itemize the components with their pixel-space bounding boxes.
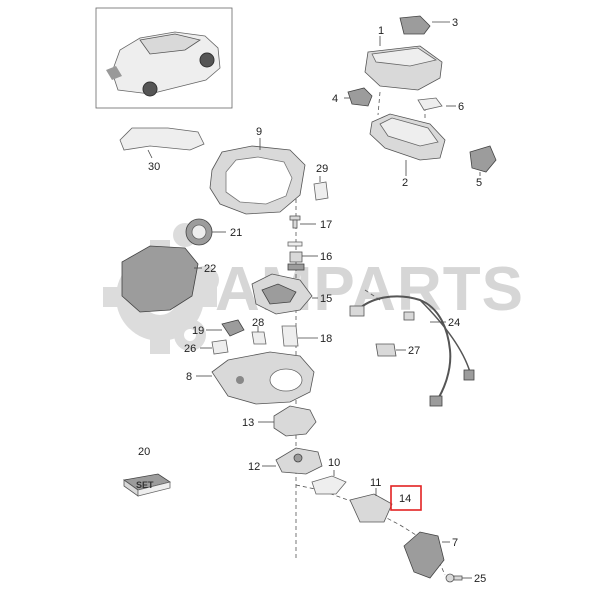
callout-21: 21 [230, 227, 242, 239]
part-5-end-cap [469, 145, 497, 173]
set-label: SET [136, 480, 154, 490]
part-25-screw [445, 573, 463, 583]
car-thumbnail [95, 7, 233, 109]
part-30-trim-strip [119, 127, 205, 151]
callout-1: 1 [378, 25, 384, 37]
callout-19: 19 [192, 325, 204, 337]
part-28-cap [251, 331, 267, 345]
part-12-mount [275, 447, 323, 475]
callout-29: 29 [316, 163, 328, 175]
part-26-pad [211, 339, 229, 355]
callout-14: 14 [399, 493, 411, 505]
callout-4: 4 [332, 93, 338, 105]
watermark: AMPARTS [103, 223, 523, 354]
callout-14-highlight[interactable]: 14 [390, 485, 422, 511]
callout-16: 16 [320, 251, 332, 263]
callout-27: 27 [408, 345, 420, 357]
part-19-clip [221, 319, 245, 337]
callout-11: 11 [370, 477, 381, 489]
callout-13: 13 [242, 417, 254, 429]
callout-9: 9 [256, 126, 262, 138]
part-3-clip [399, 15, 431, 35]
callout-8: 8 [186, 371, 192, 383]
callout-18: 18 [320, 333, 332, 345]
callout-15: 15 [320, 293, 332, 305]
part-16-spring [287, 241, 305, 271]
callout-2: 2 [402, 177, 408, 189]
part-22-mirror-glass [121, 245, 199, 313]
part-4-bracket [347, 87, 373, 107]
part-10-plate [311, 475, 347, 495]
part-8-mirror-base [211, 351, 315, 405]
callout-3: 3 [452, 17, 458, 29]
callout-22: 22 [204, 263, 216, 275]
highlight-box [390, 485, 422, 511]
callout-20: 20 [138, 446, 150, 458]
callout-7: 7 [452, 537, 458, 549]
part-29-small-cover [313, 181, 329, 201]
callout-17: 17 [320, 219, 332, 231]
part-7-cover [403, 531, 445, 579]
callout-5: 5 [476, 177, 482, 189]
callout-12: 12 [248, 461, 260, 473]
callout-6: 6 [458, 101, 464, 113]
part-24-wiring-harness [349, 295, 475, 407]
callout-30: 30 [148, 161, 160, 173]
part-9-mirror-frame [209, 145, 306, 215]
leader-lines [147, 21, 481, 579]
part-20-set-kit: SET [122, 473, 171, 497]
part-21-motor [185, 218, 213, 246]
callout-labels: 1 2 3 4 5 6 7 8 9 10 11 12 13 14 15 16 1… [138, 17, 486, 585]
callout-28: 28 [252, 317, 264, 329]
callout-10: 10 [328, 457, 340, 469]
part-18-plug [281, 325, 299, 347]
part-27-connector [375, 343, 397, 357]
callout-25: 25 [474, 573, 486, 585]
part-17-screw [289, 215, 301, 229]
callout-24: 24 [448, 317, 460, 329]
part-13-gasket [273, 405, 317, 437]
part-11-bracket [349, 493, 393, 523]
part-6-cap [417, 97, 443, 111]
callout-26: 26 [184, 343, 196, 355]
